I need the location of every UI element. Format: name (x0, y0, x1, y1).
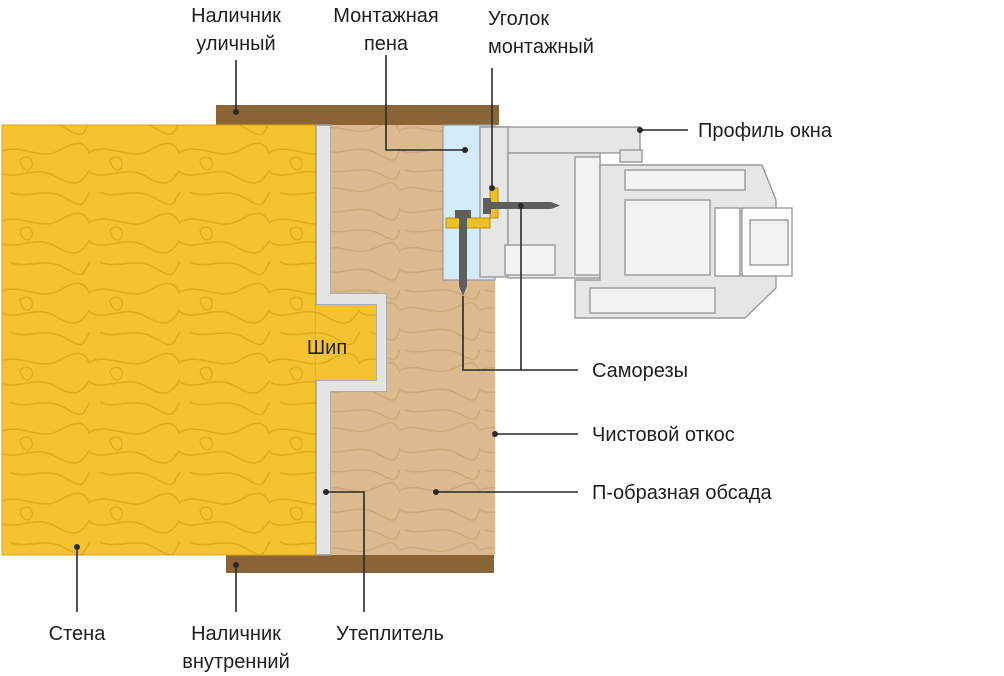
window-profile (479, 126, 793, 319)
tenon (316, 305, 376, 380)
wall (1, 124, 317, 556)
label-nalichnik-inner-line1: Наличник (191, 623, 281, 645)
vertical-screw (455, 210, 471, 296)
label-foam-line2: пена (364, 33, 409, 55)
label-finish-slope: Чистовой откос (592, 424, 735, 446)
label-nalichnik-street-line1: Наличник (191, 5, 281, 27)
label-foam-line1: Монтажная (333, 5, 439, 27)
leader-lines (74, 55, 688, 612)
label-corner-line1: Уголок (488, 8, 549, 30)
inner-trim (226, 554, 494, 573)
label-screws: Саморезы (592, 360, 688, 382)
label-corner-line2: монтажный (488, 36, 594, 58)
label-nalichnik-inner-line2: внутренний (182, 651, 290, 673)
label-insulation: Утеплитель (336, 623, 444, 645)
label-p-casing: П-образная обсада (592, 482, 773, 504)
label-wall: Стена (49, 623, 107, 645)
label-window-profile: Профиль окна (698, 120, 833, 142)
outer-trim (216, 105, 499, 125)
label-tenon: Шип (307, 337, 347, 359)
label-nalichnik-street-line2: уличный (196, 33, 275, 55)
